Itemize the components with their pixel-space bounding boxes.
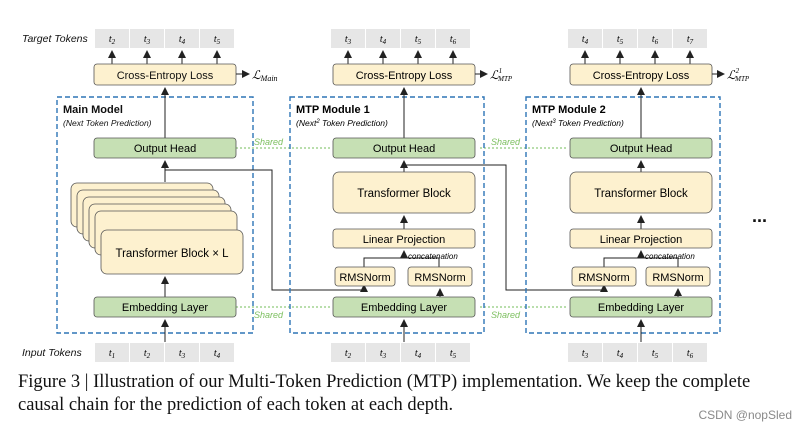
main-model-subtitle: (Next Token Prediction) [63, 118, 152, 128]
watermark: CSDN @nopSled [698, 408, 792, 422]
mtp2-input-tokens [568, 343, 707, 362]
mtp1-rmsnorm-1 [334, 266, 396, 287]
main-input-token-4: t4 [214, 348, 221, 360]
main-target-tokens [95, 29, 234, 48]
mtp2-concatenation-label: concatenation [645, 252, 695, 261]
mtp2-subtitle: (Next3 Token Prediction) [532, 118, 624, 128]
main-target-token-4: t5 [214, 34, 221, 46]
input-tokens-label: Input Tokens [22, 347, 82, 359]
main-loss-label: Cross-Entropy Loss [117, 70, 214, 82]
mtp2-loss-label: Cross-Entropy Loss [593, 70, 690, 82]
mtp2-linear-projection [569, 228, 713, 249]
mtp1-subtitle: (Next2 Token Prediction) [296, 118, 388, 128]
mtp2-linear-label: Linear Projection [600, 234, 683, 246]
main-model-title: Main Model [63, 104, 123, 116]
main-model-border [56, 96, 254, 334]
mtp2-target-token-2: t5 [617, 34, 624, 46]
mtp1-output-head-label: Output Head [373, 143, 435, 155]
mtp1-rmsnorm-1-label: RMSNorm [339, 272, 390, 284]
main-target-token-3: t4 [179, 34, 186, 46]
main-to-mtp1-connection [165, 169, 368, 292]
mtp1-target-token-1: t3 [345, 34, 352, 46]
target-tokens-label: Target Tokens [22, 33, 89, 45]
mtp1-rmsnorm-2-label: RMSNorm [414, 272, 465, 284]
mtp2-rmsnorm-1 [571, 266, 637, 287]
mtp2-transformer-label: Transformer Block [594, 188, 688, 200]
figure-caption: Figure 3 | Illustration of our Multi-Tok… [18, 372, 751, 415]
main-target-token-2: t3 [144, 34, 151, 46]
mtp1-transformer-block [332, 171, 476, 214]
mtp2-target-tokens [568, 29, 707, 48]
mtp1-embedding-label: Embedding Layer [361, 302, 448, 314]
mtp1-target-tokens [331, 29, 470, 48]
main-model: Main Model (Next Token Prediction) t2 t3… [56, 29, 278, 362]
mtp2-title: MTP Module 2 [532, 104, 606, 116]
shared-label-head-2: Shared [491, 137, 521, 147]
mtp-module-2: MTP Module 2 (Next3 Token Prediction) t4… [525, 29, 750, 362]
mtp1-rmsnorm-2 [407, 266, 473, 287]
mtp2-rmsnorm-1-label: RMSNorm [578, 272, 629, 284]
shared-connections: Shared Shared Shared Shared [236, 137, 568, 320]
mtp1-transformer-label: Transformer Block [357, 188, 451, 200]
mtp2-border [525, 96, 721, 334]
main-input-token-2: t2 [144, 348, 151, 360]
mtp2-rmsnorm-2 [645, 266, 711, 287]
mtp1-border [289, 96, 485, 334]
mtp2-rmsnorm-2-label: RMSNorm [652, 272, 703, 284]
main-input-tokens [95, 343, 234, 362]
mtp2-target-token-3: t6 [652, 34, 659, 46]
main-target-token-labels: t2 t3 t4 t5 [109, 34, 221, 46]
shared-label-head-1: Shared [254, 137, 284, 147]
main-embedding-layer [93, 296, 237, 318]
mtp1-embedding-layer [332, 296, 476, 318]
main-input-token-1: t1 [109, 348, 115, 360]
mtp1-target-token-4: t6 [450, 34, 457, 46]
main-loss-symbol: ℒMain [252, 68, 278, 83]
mtp1-title: MTP Module 1 [296, 104, 370, 116]
main-transformer-block [100, 229, 244, 275]
mtp1-output-head [332, 137, 476, 159]
mtp-architecture-diagram: Target Tokens Input Tokens Shared Shared… [22, 29, 767, 362]
mtp2-output-head [569, 137, 713, 159]
shared-label-embed-1: Shared [254, 310, 284, 320]
mtp1-input-token-4: t5 [450, 348, 457, 360]
mtp2-target-token-1: t4 [582, 34, 589, 46]
mtp2-embedding-layer [569, 296, 713, 318]
mtp1-linear-projection [332, 228, 476, 249]
mtp-module-1: MTP Module 1 (Next2 Token Prediction) t3… [289, 29, 513, 362]
mtp2-input-token-4: t6 [687, 348, 694, 360]
mtp2-output-head-label: Output Head [610, 143, 672, 155]
mtp1-input-tokens [331, 343, 470, 362]
main-transformer-stack [70, 182, 244, 275]
mtp1-input-token-2: t3 [380, 348, 387, 360]
mtp2-input-token-3: t5 [652, 348, 659, 360]
mtp2-input-token-1: t3 [582, 348, 589, 360]
mtp2-input-token-2: t4 [617, 348, 624, 360]
main-embedding-label: Embedding Layer [122, 302, 209, 314]
mtp1-input-token-3: t4 [415, 348, 422, 360]
main-transformer-label: Transformer Block × L [115, 248, 229, 260]
mtp1-target-token-2: t4 [380, 34, 387, 46]
main-output-head [93, 137, 237, 159]
mtp2-target-token-4: t7 [687, 34, 694, 46]
mtp1-input-token-1: t2 [345, 348, 352, 360]
main-input-token-3: t3 [179, 348, 186, 360]
main-target-token-1: t2 [109, 34, 116, 46]
shared-label-embed-2: Shared [491, 310, 521, 320]
mtp1-loss-label: Cross-Entropy Loss [356, 70, 453, 82]
main-output-head-label: Output Head [134, 143, 196, 155]
mtp1-linear-label: Linear Projection [363, 234, 446, 246]
mtp2-embedding-label: Embedding Layer [598, 302, 685, 314]
continuation-ellipsis: ... [752, 206, 767, 226]
mtp1-target-token-3: t5 [415, 34, 422, 46]
mtp1-to-mtp2-connection [404, 164, 608, 292]
mtp1-concatenation-label: concatenation [408, 252, 458, 261]
mtp2-transformer-block [569, 171, 713, 214]
